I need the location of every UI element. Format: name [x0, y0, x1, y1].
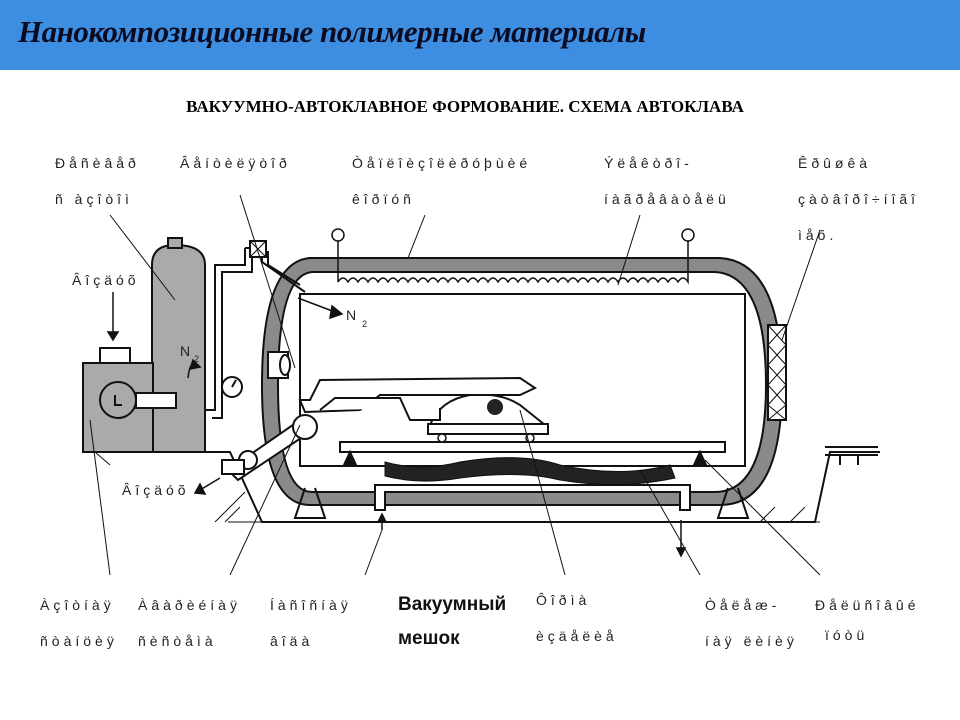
label-mold-part: Ôîðìà èçäåëèå	[536, 592, 618, 644]
label-heating-body: Òåïëîèçîëèðóþùèé êîðïóñ	[352, 155, 531, 207]
svg-text:Ôîðìà: Ôîðìà	[536, 592, 590, 608]
svg-text:N: N	[346, 307, 356, 323]
label-door: Êðûøêà çàòâîðî÷íîãî ìåõ.	[798, 155, 919, 243]
label-nitrogen-station: Àçîòíàÿ ñòàíöèÿ	[40, 597, 118, 649]
svg-text:çàòâîðî÷íîãî: çàòâîðî÷íîãî	[798, 191, 919, 207]
label-vacuum-bag: Вакуумный мешок	[398, 594, 506, 649]
fan-duct	[298, 376, 538, 421]
label-pump-water: Íàñîñíàÿ âîäà	[270, 597, 352, 649]
svg-text:мешок: мешок	[398, 628, 460, 649]
label-fan: Âåíòèëÿòîð	[180, 155, 291, 171]
svg-text:Êðûøêà: Êðûøêà	[798, 155, 871, 171]
label-receiver: Ðåñèâåð ñ àçîòîì	[55, 155, 140, 207]
label-air-in: Âîçäóõ	[72, 272, 140, 288]
label-emergency-system: Àâàðèéíàÿ ñèñòåìà	[138, 597, 241, 649]
svg-text:íàãðåâàòåëü: íàãðåâàòåëü	[604, 191, 730, 207]
svg-text:ñòàíöèÿ: ñòàíöèÿ	[40, 633, 118, 649]
diagram-subtitle: ВАКУУМНО-АВТОКЛАВНОЕ ФОРМОВАНИЕ. СХЕМА А…	[186, 97, 744, 116]
rail-track	[825, 446, 878, 465]
svg-text:ñ àçîòîì: ñ àçîòîì	[55, 191, 133, 207]
svg-text:Òåïëîèçîëèðóþùèé: Òåïëîèçîëèðóþùèé	[352, 155, 531, 171]
svg-text:Òåëåæ-: Òåëåæ-	[705, 597, 780, 613]
label-heater: Ýëåêòðî- íàãðåâàòåëü	[604, 155, 730, 207]
title-banner: Нанокомпозиционные полимерные материалы	[0, 0, 960, 70]
svg-text:Íàñîñíàÿ: Íàñîñíàÿ	[270, 597, 352, 613]
svg-text:êîðïóñ: êîðïóñ	[352, 191, 415, 207]
svg-text:ìåõ.: ìåõ.	[798, 227, 837, 243]
svg-text:Ýëåêòðî-: Ýëåêòðî-	[604, 155, 693, 171]
svg-text:2: 2	[194, 354, 199, 364]
fan-assembly	[267, 351, 291, 379]
svg-text:ïóòü: ïóòü	[825, 627, 868, 643]
svg-text:âîäà: âîäà	[270, 633, 313, 649]
gas-pipes	[205, 240, 306, 419]
autoclave-supports	[293, 487, 750, 519]
vacuum-tray	[374, 484, 691, 511]
svg-text:Ðåñèâåð: Ðåñèâåð	[55, 155, 140, 171]
arrows	[106, 292, 687, 558]
svg-text:Вакуумный: Вакуумный	[398, 594, 506, 615]
nitrogen-cylinder	[151, 237, 206, 453]
label-cylinder-n2: N 2	[180, 343, 199, 364]
svg-text:N: N	[180, 343, 190, 359]
floor-hatch	[94, 451, 806, 523]
svg-text:íàÿ ëèíèÿ: íàÿ ëèíèÿ	[705, 633, 798, 649]
svg-text:Àçîòíàÿ: Àçîòíàÿ	[40, 597, 115, 613]
svg-text:ñèñòåìà: ñèñòåìà	[138, 633, 217, 649]
leader-lines	[89, 194, 821, 576]
emergency-pipe	[221, 414, 318, 482]
svg-text:Ðåëüñîâûé: Ðåëüñîâûé	[815, 597, 920, 613]
svg-text:èçäåëèå: èçäåëèå	[536, 628, 618, 644]
page-title: Нанокомпозиционные полимерные материалы	[18, 14, 646, 49]
pressure-gauge	[221, 376, 243, 398]
label-air-out: Âîçäóõ	[122, 482, 190, 498]
door-lock	[767, 324, 787, 421]
nitrogen-station	[82, 347, 177, 453]
label-trolley-line: Òåëåæ- íàÿ ëèíèÿ	[705, 597, 798, 649]
svg-text:Àâàðèéíàÿ: Àâàðèéíàÿ	[138, 597, 241, 613]
vacuum-bag	[384, 457, 676, 486]
heater-coil	[331, 228, 695, 285]
label-rail-track: Ðåëüñîâûé ïóòü	[815, 597, 920, 643]
label-nitrogen-out: N 2	[346, 307, 367, 329]
svg-text:2: 2	[362, 319, 367, 329]
